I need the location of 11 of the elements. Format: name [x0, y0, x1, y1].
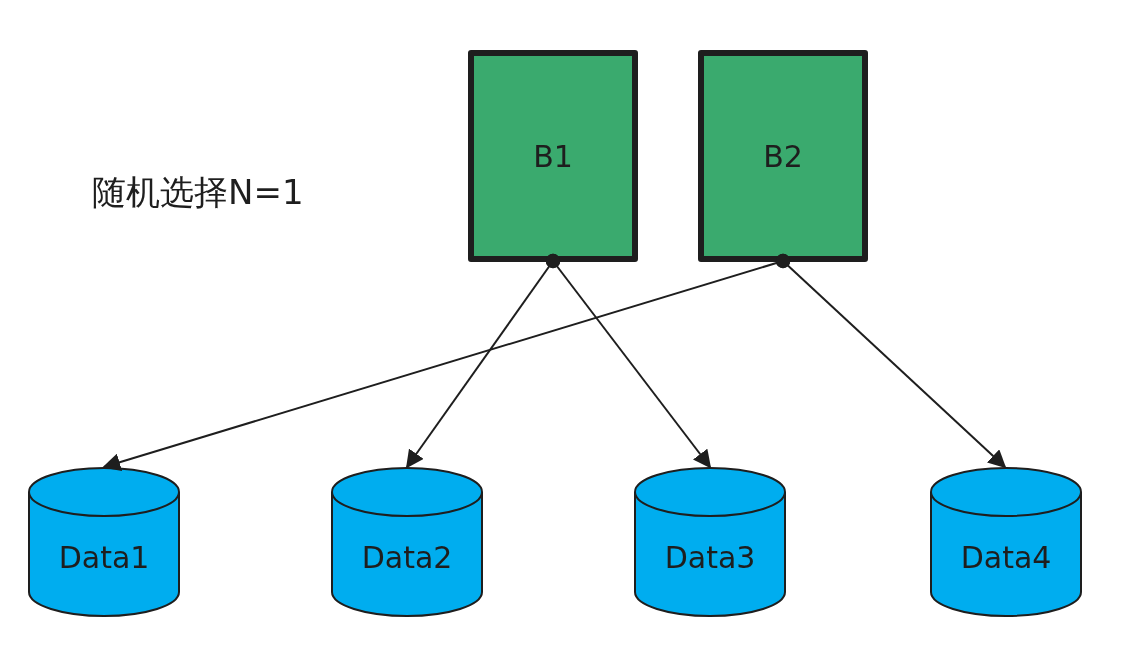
arrow	[775, 253, 1007, 469]
node-label: B2	[763, 138, 803, 174]
process-box	[698, 50, 868, 262]
node-label: Data3	[664, 539, 756, 575]
process-box	[468, 50, 638, 262]
node-label: B1	[533, 138, 573, 174]
annotation-text: 随机选择N=1	[92, 171, 304, 214]
node-label: Data4	[960, 539, 1052, 575]
node-label: Data1	[58, 539, 150, 575]
node-label: Data2	[361, 539, 453, 575]
arrow	[545, 253, 712, 469]
